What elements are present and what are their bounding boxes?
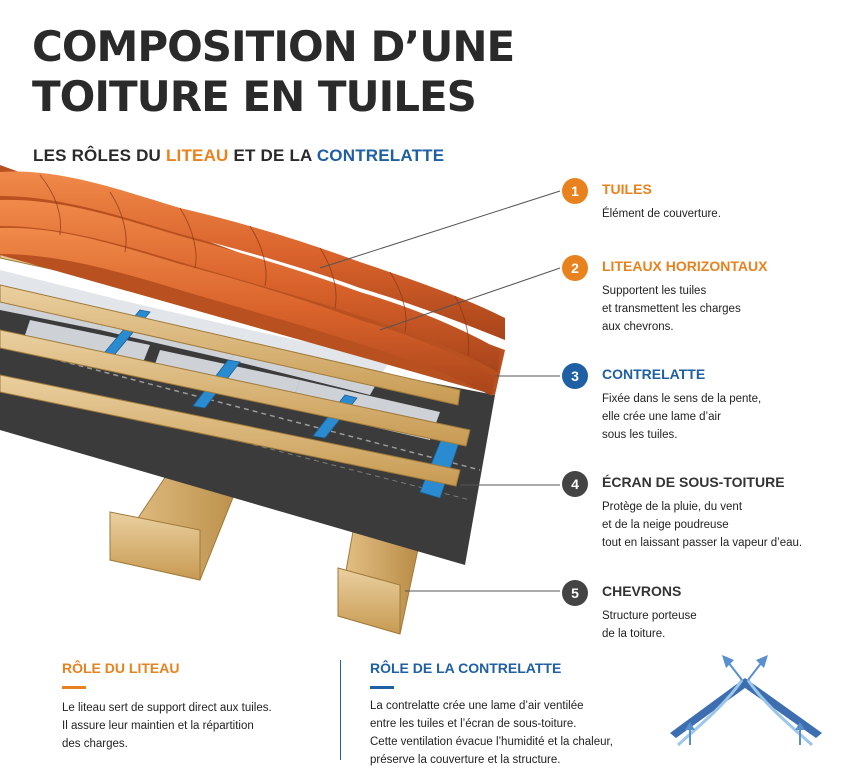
desc-line: aux chevrons. bbox=[602, 321, 674, 333]
badge-3: 3 bbox=[562, 363, 588, 389]
legend-title-tuiles: TUILES bbox=[602, 181, 652, 197]
legend-title-contrelatte: CONTRELATTE bbox=[602, 366, 706, 382]
page-title: COMPOSITION D’UNE TOITURE EN TUILES bbox=[32, 22, 515, 122]
subtitle-part-1: LES RÔLES DU bbox=[33, 146, 166, 165]
title-line-2: TOITURE EN TUILES bbox=[32, 72, 477, 121]
badge-1: 1 bbox=[562, 178, 588, 204]
desc-line: La contrelatte crée une lame d’air venti… bbox=[370, 700, 584, 712]
title-line-1: COMPOSITION D’UNE bbox=[32, 22, 515, 71]
desc-line: de la toiture. bbox=[602, 628, 666, 640]
leader-lines bbox=[319, 190, 561, 592]
desc-line: Il assure leur maintien et la répartitio… bbox=[62, 720, 254, 732]
desc-line: tout en laissant passer la vapeur d’eau. bbox=[602, 537, 803, 549]
legend-title-liteaux: LITEAUX HORIZONTAUX bbox=[602, 258, 768, 274]
legend-desc-ecran: Protège de la pluie, du vent et de la ne… bbox=[602, 498, 802, 552]
liteau-role-title: RÔLE DU LITEAU bbox=[62, 660, 180, 676]
liteau-role-desc: Le liteau sert de support direct aux tui… bbox=[62, 699, 272, 753]
desc-line: sous les tuiles. bbox=[602, 429, 678, 441]
desc-line: Élément de couverture. bbox=[602, 208, 721, 220]
desc-line: Supportent les tuiles bbox=[602, 285, 707, 297]
desc-line: entre les tuiles et l’écran de sous-toit… bbox=[370, 718, 577, 730]
desc-line: Protège de la pluie, du vent bbox=[602, 501, 743, 513]
desc-line: et de la neige poudreuse bbox=[602, 519, 729, 531]
badge-2: 2 bbox=[562, 255, 588, 281]
subtitle-liteau: LITEAU bbox=[165, 146, 229, 165]
desc-line: préserve la couverture et la structure. bbox=[370, 754, 561, 766]
subtitle-contrelatte: CONTRELATTE bbox=[316, 146, 445, 165]
subtitle-part-2: ET DE LA bbox=[228, 146, 317, 165]
desc-line: Le liteau sert de support direct aux tui… bbox=[62, 702, 272, 714]
page-subtitle: LES RÔLES DU LITEAU ET DE LA CONTRELATTE bbox=[33, 146, 444, 166]
desc-line: Structure porteuse bbox=[602, 610, 697, 622]
desc-line: elle crée une lame d’air bbox=[602, 411, 721, 423]
desc-line: des charges. bbox=[62, 738, 128, 750]
badge-4: 4 bbox=[562, 471, 588, 497]
legend-title-ecran: ÉCRAN DE SOUS-TOITURE bbox=[602, 474, 785, 490]
legend-desc-tuiles: Élément de couverture. bbox=[602, 205, 721, 223]
desc-line: et transmettent les charges bbox=[602, 303, 741, 315]
roof-tiles bbox=[0, 165, 505, 396]
legend-desc-chevrons: Structure porteuse de la toiture. bbox=[602, 607, 697, 643]
contrelatte-role-rule bbox=[370, 686, 394, 689]
ventilation-diagram bbox=[670, 655, 822, 747]
legend-desc-contrelatte: Fixée dans le sens de la pente, elle cré… bbox=[602, 390, 761, 444]
liteau-role-rule bbox=[62, 686, 86, 689]
contrelatte-role-title: RÔLE DE LA CONTRELATTE bbox=[370, 660, 562, 676]
desc-line: Cette ventilation évacue l’humidité et l… bbox=[370, 736, 613, 748]
desc-line: Fixée dans le sens de la pente, bbox=[602, 393, 762, 405]
bottom-separator bbox=[340, 660, 341, 760]
badge-5: 5 bbox=[562, 580, 588, 606]
legend-title-chevrons: CHEVRONS bbox=[602, 583, 682, 599]
contrelatte-role-desc: La contrelatte crée une lame d’air venti… bbox=[370, 697, 613, 769]
legend-desc-liteaux: Supportent les tuiles et transmettent le… bbox=[602, 282, 741, 336]
